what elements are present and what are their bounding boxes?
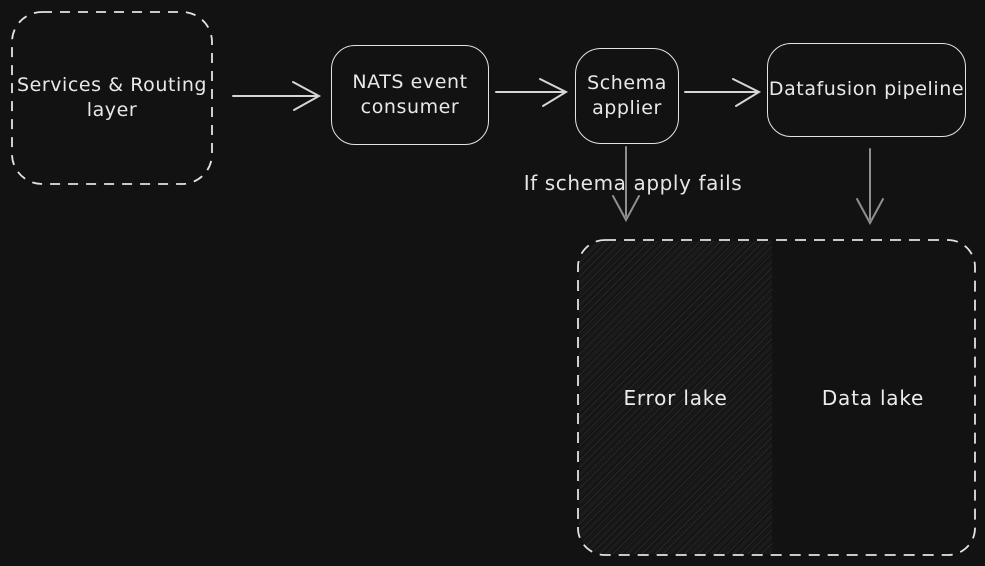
node-nats-event-consumer: NATS event consumer xyxy=(331,45,489,145)
node-label: Services & Routing xyxy=(16,73,208,96)
arrow-services-to-nats right-arrow-icon xyxy=(232,81,322,111)
arrow-datafusion-to-data-lake down-arrow-icon xyxy=(856,148,884,226)
node-data-lake: Data lake xyxy=(772,241,974,554)
node-label: Schema xyxy=(587,71,667,94)
arrow-schema-to-datafusion right-arrow-icon xyxy=(684,78,762,107)
lakes-box-outline xyxy=(577,239,976,556)
arrow-schema-to-error-lake down-arrow-icon xyxy=(612,146,640,223)
node-label: NATS event xyxy=(352,70,468,93)
node-label: consumer xyxy=(360,96,460,118)
error-lake-hatched-region xyxy=(579,241,772,554)
node-schema-applier: Schema applier xyxy=(575,48,679,144)
node-label: layer xyxy=(86,99,138,121)
node-services-routing-layer: Services & Routing layer xyxy=(12,12,212,184)
edge-label-if-schema-apply-fails: If schema apply fails xyxy=(523,171,743,195)
node-datafusion-pipeline: Datafusion pipeline xyxy=(767,43,966,137)
node-label: Data lake xyxy=(821,385,925,410)
node-label: Error lake xyxy=(623,385,728,410)
arrow-nats-to-schema right-arrow-icon xyxy=(495,78,569,107)
node-label: Datafusion pipeline xyxy=(768,78,965,101)
services-routing-box-outline xyxy=(11,11,213,185)
node-label: applier xyxy=(592,97,662,119)
node-error-lake: Error lake xyxy=(579,241,772,554)
